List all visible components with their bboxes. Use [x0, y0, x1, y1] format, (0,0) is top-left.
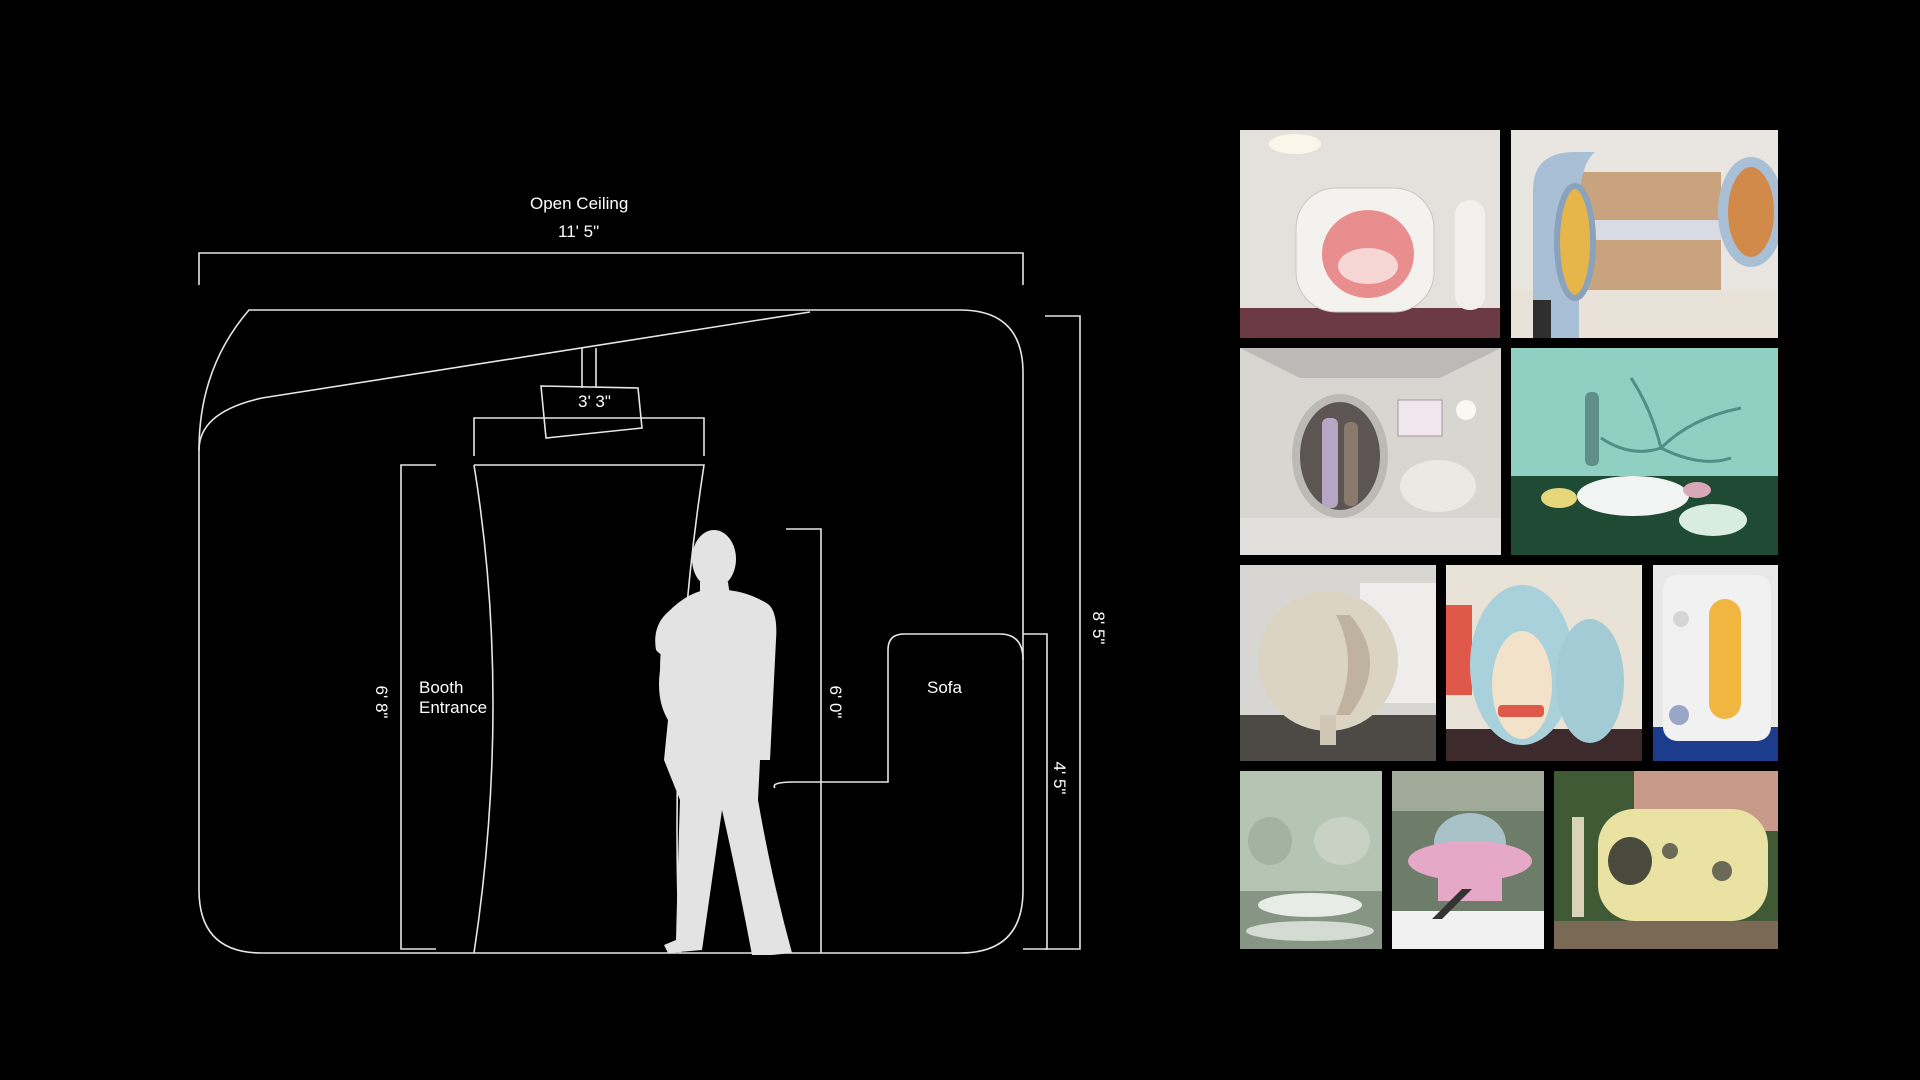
canopy-curve: [198, 311, 811, 451]
reference-photo-capsule-pod: [1653, 565, 1778, 761]
overall-width-label: 11' 5": [558, 222, 600, 241]
reference-photo-yellow-kiosk: [1554, 771, 1778, 949]
reference-photo-zentropy-lounge: [1511, 348, 1778, 555]
open-ceiling-label: Open Ceiling: [530, 194, 629, 213]
reference-photo-futuristic-living-room: [1240, 771, 1382, 949]
height-dimension-line: [1045, 315, 1081, 950]
overall-height-label: 8' 5": [1089, 611, 1108, 645]
person-height-label: 6' 0": [826, 685, 845, 719]
reference-photo-retro-lobby: [1511, 130, 1778, 338]
person-height-dimension: [786, 528, 822, 953]
reference-photo-pod-bedroom: [1240, 130, 1500, 338]
booth-entrance-label-line2: Entrance: [419, 698, 488, 717]
reference-photo-saucer-house: [1392, 771, 1544, 949]
sofa-height-dimension: [1023, 633, 1048, 950]
reference-photo-round-doorway-room: [1240, 348, 1501, 555]
reference-photo-egg-pods: [1446, 565, 1642, 761]
entrance-height-label: 6' 8": [372, 685, 391, 719]
booth-entrance-label: Booth Entrance: [419, 678, 487, 718]
person-silhouette: [655, 530, 792, 955]
sofa-height-label: 4' 5": [1050, 761, 1069, 795]
width-dimension-line: [198, 252, 1024, 285]
reference-photo-sphere-pod: [1240, 565, 1436, 761]
screen-panel: [540, 385, 643, 439]
sofa-label: Sofa: [927, 678, 962, 697]
screen-mount: [581, 348, 597, 388]
booth-entrance-label-line1: Booth: [419, 678, 464, 697]
booth-outline: [198, 309, 1024, 954]
entrance-height-dimension: [400, 464, 436, 950]
sofa-outline: [773, 633, 1024, 789]
screen-width-dimension: [473, 417, 705, 456]
screen-width-label: 3' 3": [578, 392, 611, 411]
